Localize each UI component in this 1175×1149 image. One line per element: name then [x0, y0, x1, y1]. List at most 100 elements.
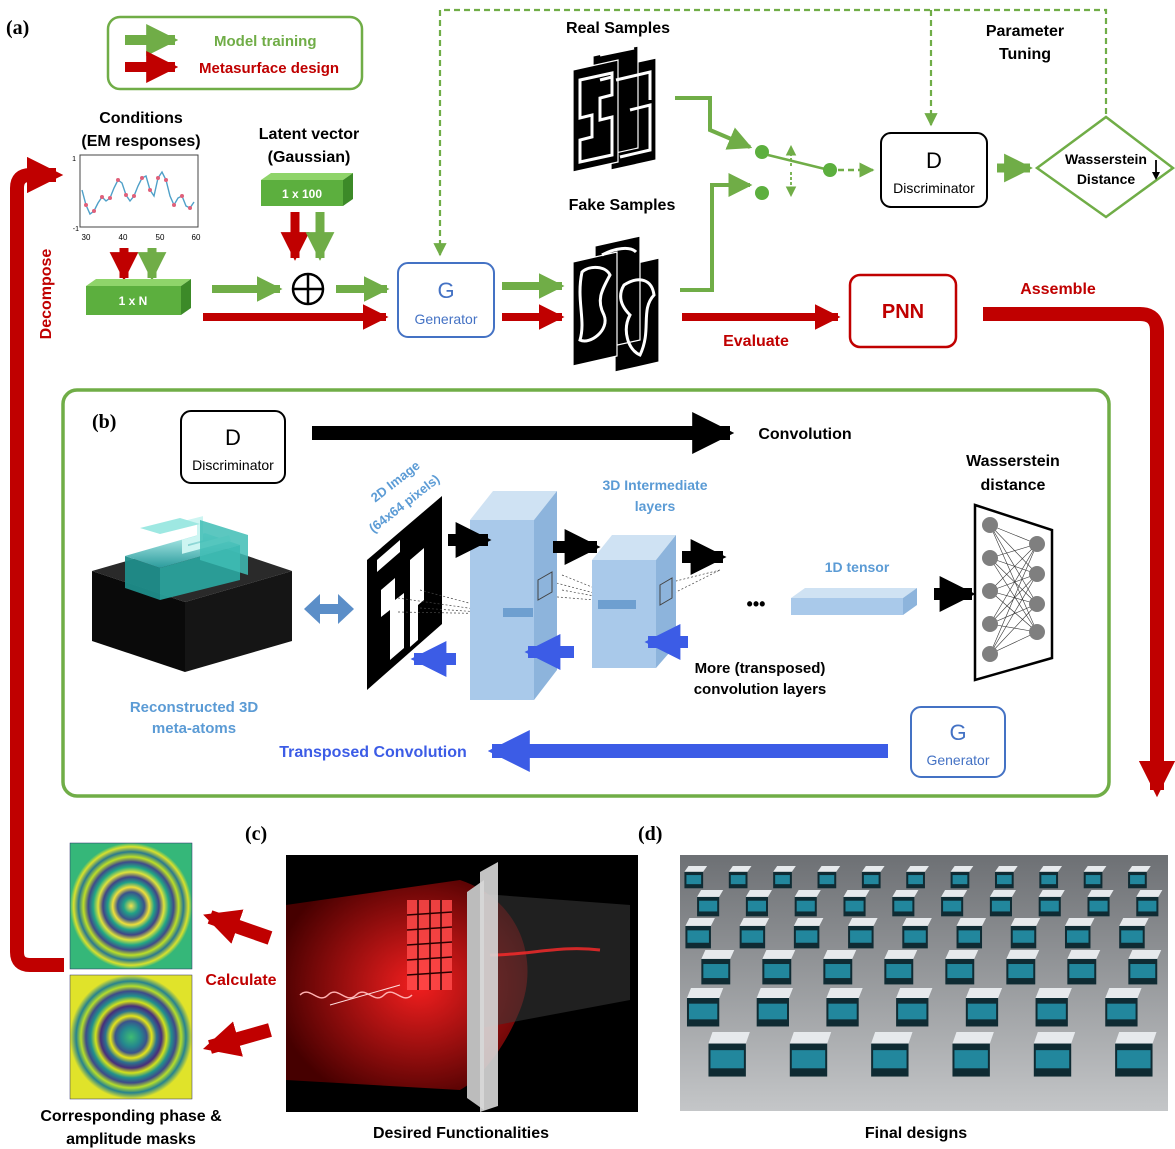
fake-samples-stack	[572, 235, 660, 373]
b-discriminator-letter: D	[225, 425, 241, 450]
meta-atom-block	[794, 890, 821, 917]
masks-line1: Corresponding phase &	[40, 1108, 222, 1125]
concat-icon	[291, 272, 325, 306]
meta-atom-block	[941, 890, 968, 917]
meta-atom-block	[1038, 890, 1065, 917]
phase-mask-top	[69, 842, 193, 970]
meta-atom-block	[817, 866, 841, 889]
intermediate-line2: layers	[635, 498, 676, 514]
param-tuning-line1: Parameter	[986, 23, 1064, 40]
conditions-x-tick-30: 30	[82, 233, 91, 242]
meta-atom-block	[826, 988, 863, 1027]
discriminator-label: Discriminator	[893, 180, 975, 196]
cond-box-side	[181, 279, 191, 315]
convolution-label: Convolution	[758, 426, 851, 443]
generator-letter: G	[437, 278, 454, 303]
cond-box	[86, 286, 181, 315]
meta-atom-block	[685, 918, 715, 949]
meta-atom-block	[684, 866, 708, 889]
conditions-title-line2: (EM responses)	[81, 133, 200, 150]
meta-atom-block	[1064, 918, 1095, 949]
selector-node-bottom	[755, 186, 769, 200]
meta-atom-block	[1087, 890, 1114, 917]
selector-switch-line	[767, 153, 826, 171]
reconstructed-line1: Reconstructed 3D	[130, 699, 259, 716]
decompose-arrow	[10, 156, 64, 972]
conditions-y-top: 1	[72, 156, 76, 163]
cond-box-label: 1 x N	[119, 294, 148, 308]
real-samples-stack	[572, 45, 657, 173]
evaluate-label: Evaluate	[723, 333, 789, 350]
real-samples-label: Real Samples	[566, 20, 670, 37]
bidirectional-arrow-icon	[304, 594, 354, 624]
cond-box-top	[86, 279, 191, 286]
assemble-label: Assemble	[1020, 281, 1096, 298]
meta-atom-block	[697, 890, 724, 917]
discriminator-box	[880, 132, 988, 208]
meta-atom-block	[1006, 950, 1040, 985]
panel-label-c: (c)	[245, 823, 267, 845]
meta-atom-block	[1035, 988, 1072, 1027]
meta-atom-block	[762, 950, 796, 985]
conditions-curve	[81, 170, 195, 216]
b-generator-box	[910, 706, 1006, 778]
meta-atom-block	[952, 1032, 994, 1077]
selector-node-out	[823, 163, 837, 177]
meta-atom-block	[843, 890, 870, 917]
meta-atom-block	[1010, 918, 1041, 949]
image-2d	[367, 496, 442, 690]
b-generator-letter: G	[949, 720, 966, 745]
meta-atom-block	[728, 866, 752, 889]
intermediate-layer-1	[470, 491, 557, 700]
generator-label: Generator	[414, 311, 477, 327]
meta-atom-block	[1033, 1032, 1076, 1077]
meta-atom-block	[1083, 866, 1107, 889]
legend-box	[106, 15, 364, 91]
meta-atom-block	[989, 890, 1016, 917]
calculate-label: Calculate	[205, 972, 276, 989]
conditions-points	[84, 176, 192, 213]
wasserstein-diamond-line1: Wasserstein	[1065, 151, 1147, 167]
masks-line2: amplitude masks	[66, 1131, 196, 1148]
meta-atom-block	[1128, 866, 1151, 889]
meta-atom-block	[789, 1032, 832, 1077]
latent-title-line1: Latent vector	[259, 126, 359, 143]
phase-mask-bottom	[69, 974, 193, 1100]
pnn-label: PNN	[882, 301, 924, 323]
conditions-x-tick-50: 50	[156, 233, 165, 242]
meta-atom-block	[994, 866, 1018, 889]
meta-atom-block	[1039, 866, 1063, 889]
panel-label-b: (b)	[92, 411, 116, 433]
latent-box-top	[261, 173, 353, 180]
discriminator-letter: D	[926, 148, 942, 173]
conditions-y-bottom: -1	[73, 226, 79, 233]
b-discriminator-box	[180, 410, 286, 484]
meta-atom-block	[708, 1032, 750, 1077]
conditions-title-line1: Conditions	[99, 110, 183, 127]
calculate-arrow-bottom	[202, 1021, 272, 1057]
meta-atom-block	[1128, 950, 1162, 985]
legend-design-label: Metasurface design	[199, 60, 339, 77]
meta-atom-block	[965, 988, 1003, 1027]
final-designs-image	[680, 855, 1168, 1111]
meta-atom-block	[745, 890, 772, 917]
tensor-1d	[791, 588, 917, 615]
meta-atom-block	[1105, 988, 1142, 1027]
real-to-selector-arrow	[675, 96, 753, 150]
fake-to-selector-arrow	[680, 173, 753, 292]
down-arrow-icon	[1152, 160, 1160, 180]
pnn-box	[848, 273, 958, 349]
wasserstein-diamond	[1034, 115, 1175, 219]
fake-samples-label: Fake Samples	[569, 197, 676, 214]
generator-box	[397, 262, 495, 338]
wasserstein-b-line2: distance	[981, 477, 1046, 494]
decompose-label: Decompose	[38, 249, 55, 340]
meta-atom-block	[1136, 890, 1163, 917]
meta-atom-block	[848, 918, 878, 949]
b-generator-label: Generator	[926, 752, 989, 768]
more-line2: convolution layers	[694, 681, 827, 698]
neural-network-icon	[973, 503, 1054, 682]
meta-atom-block	[823, 950, 857, 985]
meta-atom-block	[701, 950, 735, 985]
meta-atom-block	[739, 918, 770, 949]
